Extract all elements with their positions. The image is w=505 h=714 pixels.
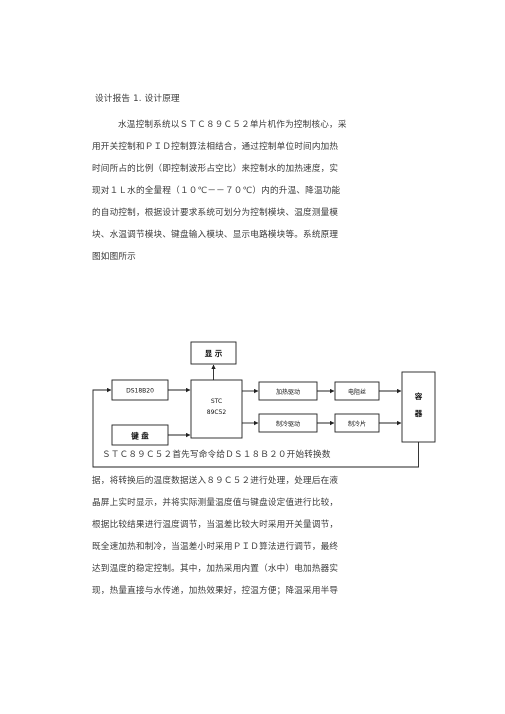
display-label: 显 示	[205, 349, 223, 358]
paragraph2-line: 现，热量直接与水传递，加热效果好，控温方便；降温采用半导	[92, 586, 339, 596]
arrow-feedback-container-to-sensor	[92, 387, 419, 468]
mcu-label-line2: 89C52	[207, 409, 227, 416]
ds18b20-label: DS18B20	[126, 388, 154, 395]
paragraph1-line: 水温控制系统以ＳＴＣ８９Ｃ５２单片机作为控制核心，采	[118, 120, 347, 130]
report-heading: 设计报告 1. 设计原理	[95, 94, 180, 104]
paragraph1-line: 现对１Ｌ水的全量程（１０℃－－７０℃）内的升温、降温功能	[92, 186, 341, 196]
paragraph1-line: 图如图所示	[92, 252, 136, 262]
keyboard-label: 键 盘	[130, 431, 149, 441]
container-label-char1: 容	[414, 391, 423, 401]
mcu-block	[190, 379, 243, 439]
paragraph2-line: 根据比较结果进行温度调节，当温差比较大时采用开关量调节，	[92, 520, 339, 530]
mcu-label-line1: STC	[211, 398, 222, 405]
paragraph1-line: 的自动控制，根据设计要求系统可划分为控制模块、温度测量模	[92, 208, 339, 218]
cool-drive-label: 制冷驱动	[276, 420, 300, 428]
paragraph1-line: 块、水温调节模块、键盘输入模块、显示电路模块等。系统原理	[92, 230, 339, 240]
container-label-char2: 器	[414, 409, 423, 418]
heat-drive-label: 加热驱动	[276, 388, 300, 396]
paragraph2-line: 既全速加热和制冷，当温差小时采用ＰＩＤ算法进行调节，最终	[92, 542, 339, 552]
heater-label: 电阻丝	[348, 388, 366, 396]
paragraph2-line: 据，将转换后的温度数据送入８９Ｃ５２进行处理，处理后在液	[92, 476, 339, 486]
paragraph2-line: ＳＴＣ８９Ｃ５２首先写命令给ＤＳ１８Ｂ２０开始转换数	[102, 450, 331, 460]
paragraph2-line: 达到温度的稳定控制。其中，加热采用内置（水中）电加热器实	[92, 564, 339, 574]
paragraph1-line: 时间所占的比例（即控制波形占空比）来控制水的加热速度，实	[92, 164, 339, 174]
display-block	[190, 341, 237, 365]
paragraph2-line: 晶屏上实时显示，并将实际测量温度值与键盘设定值进行比较，	[92, 498, 339, 508]
container-block	[401, 371, 436, 443]
cooler-label: 制冷片	[348, 420, 366, 428]
paragraph1-line: 用开关控制和ＰＩＤ控制算法相结合，通过控制单位时间内加热	[92, 142, 339, 152]
